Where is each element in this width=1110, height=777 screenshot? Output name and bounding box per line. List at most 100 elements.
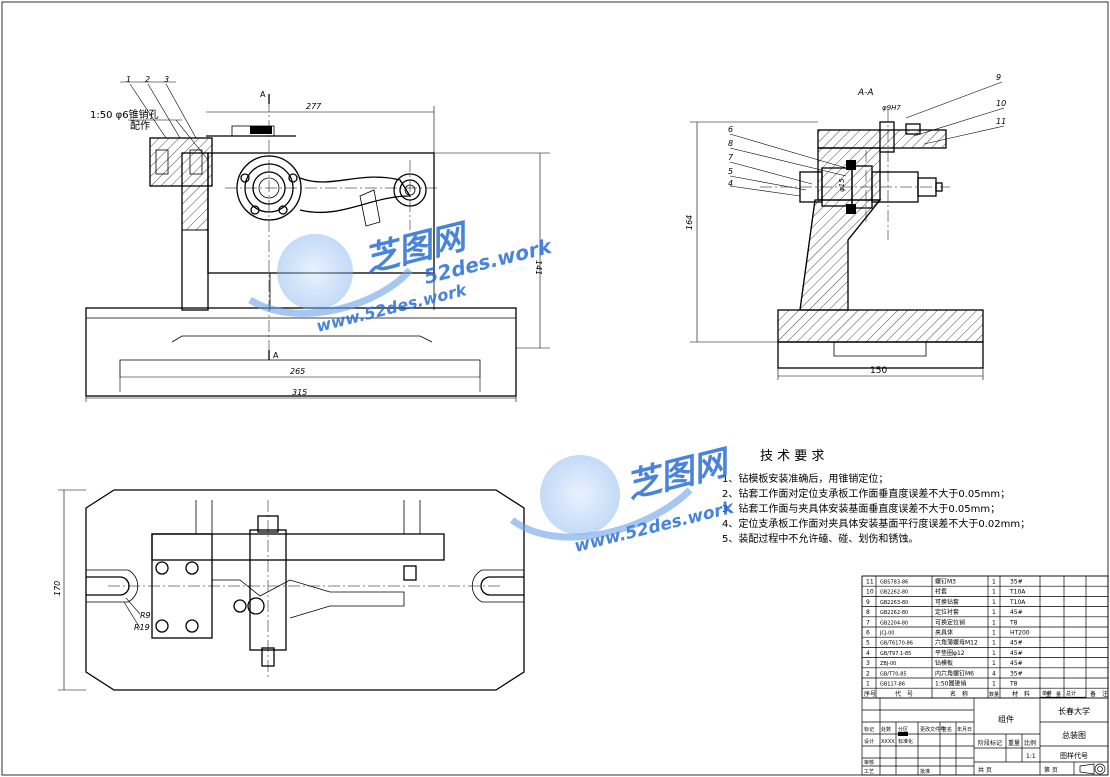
balloon-5: 5 [728, 167, 733, 176]
dim-plan-height: 170 [53, 581, 62, 596]
bom-header-weight: 重 量 [1046, 691, 1061, 698]
tb-part-name: 组件 [998, 714, 1014, 724]
bom-row-qty: 1 [992, 650, 996, 657]
bom-row-material: 35# [1010, 670, 1023, 677]
tb-approve-label: 批准 [920, 768, 930, 775]
section-title: A-A [857, 88, 874, 98]
bom-row-name: 定位衬套 [935, 608, 959, 616]
note-2: 2、钻套工作面对定位支承板工作面垂直度误差不大于0.05mm； [722, 487, 1010, 500]
bom-row-name: 六角薄螺母M12 [935, 639, 978, 647]
tb-scale-value: 1:1 [1026, 753, 1036, 760]
bom-row-no: 8 [866, 609, 870, 616]
bom-row-name: 螺钉M3 [935, 578, 956, 586]
inner-dia-label: φ15 [838, 178, 846, 192]
bom-row-no: 4 [866, 650, 870, 657]
tb-std-label: 标准化 [898, 738, 913, 745]
bom-row-code: GB2204-80 [880, 620, 908, 626]
bom-row-qty: 1 [992, 619, 996, 626]
tb-code-label: 图样代号 [1060, 751, 1088, 760]
bom-row-qty: 1 [992, 609, 996, 616]
bom-row-material: 45# [1010, 609, 1023, 616]
notes-title: 技 术 要 求 [760, 449, 824, 464]
bom-row-material: 45# [1010, 650, 1023, 657]
bom-row-name: 1:50圆锥销 [935, 680, 966, 688]
bom-row-code: JCJ-00 [879, 631, 894, 637]
bom-row-no: 7 [866, 619, 870, 626]
bom-row-name: 可换定位销 [935, 618, 965, 626]
balloon-4: 4 [728, 179, 733, 188]
bom-row-no: 6 [866, 630, 870, 637]
bom-row-name: 平垫圈φ12 [935, 649, 965, 657]
bom-header-material: 材 料 [1012, 690, 1030, 698]
tb-process-label: 工艺 [864, 769, 874, 775]
bom-row-qty: 1 [992, 640, 996, 647]
technical-notes: 技 术 要 求 1、钻模板安装准确后，用锥销定位； 2、钻套工作面对定位支承板工… [722, 449, 1030, 545]
bom-row-material: T10A [1009, 599, 1026, 606]
bom-header-qty: 数量 [989, 691, 999, 698]
balloon-2: 2 [145, 75, 150, 84]
note-1: 1、钻模板安装准确后，用锥销定位； [722, 472, 888, 485]
balloon-6: 6 [728, 125, 733, 134]
dim-plan-r2: R19 [134, 623, 150, 632]
bom-header-unit: 单件 [1042, 690, 1052, 697]
tb-design-value: XXXX [881, 739, 895, 745]
title-block: 组件 长春大学 总装图 图样代号 阶段标记 重量 比例 1:1 共 页 第 页 … [861, 697, 1109, 776]
tb-change-label: 更改文件号 [920, 726, 945, 733]
tb-design-label: 设计 [864, 738, 874, 745]
bom-row-code: GB5783-86 [880, 580, 908, 586]
dim-front-height: 141 [534, 260, 543, 275]
tb-sheet-total: 共 页 [978, 766, 992, 774]
bom-header-no: 序号 [864, 690, 876, 698]
balloon-3: 3 [164, 75, 169, 84]
bom-row-name: 钻模板 [935, 659, 953, 667]
tb-drawing-name: 总装图 [1062, 730, 1086, 740]
dim-side-height: 164 [685, 215, 694, 230]
bom-row-name: 夹具体 [935, 629, 953, 637]
balloon-8: 8 [728, 139, 733, 148]
note-4: 4、定位支承板工作面对夹具体安装基面平行度误差不大于0.02mm； [722, 517, 1030, 530]
tb-zone-label: 分区 [898, 726, 908, 733]
bom-row-no: 9 [866, 599, 870, 606]
balloon-10: 10 [996, 99, 1006, 108]
bom-row-material: 35# [1010, 579, 1023, 586]
bom-row-qty: 1 [992, 630, 996, 637]
bom-row-qty: 1 [992, 660, 996, 667]
bom-row-name: 可换钻套 [935, 598, 959, 606]
tb-stage-label: 阶段标记 [978, 739, 1002, 747]
tb-sheet-no: 第 页 [1044, 766, 1058, 774]
bom-row-code: GB/T97.1-85 [880, 651, 911, 657]
bore-label: φ9H7 [882, 104, 901, 112]
bom-row-code: ZBJ-00 [880, 661, 896, 667]
bom-row-code: GB117-86 [880, 682, 905, 688]
tb-sign-label: 签名 [942, 726, 952, 733]
front-view [85, 81, 550, 402]
bom-row-material: T8 [1009, 681, 1018, 688]
bom-row-code: GB2262-80 [880, 590, 908, 596]
note-3: 3、钻套工作面与夹具体安装基面垂直度误差不大于0.05mm； [722, 502, 1000, 515]
note-5: 5、装配过程中不允许磕、碰、划伤和锈蚀。 [722, 532, 918, 545]
plan-view [58, 489, 525, 691]
bom-row-qty: 4 [992, 670, 996, 677]
bom-row-no: 5 [866, 640, 870, 647]
bom-row-code: GB/T70-85 [880, 671, 907, 677]
bom-row-material: 45# [1010, 660, 1023, 667]
tb-count-label: 处数 [881, 726, 891, 733]
watermark-lower: 芝图网 www.52des.work [509, 442, 737, 557]
dim-front-inner-width: 265 [290, 367, 305, 376]
side-section-view [690, 81, 1005, 380]
tb-weight-label: 重量 [1008, 739, 1020, 747]
bom-row-no: 11 [866, 579, 874, 586]
tb-scale-label: 比例 [1024, 739, 1036, 747]
bom-row-qty: 1 [992, 599, 996, 606]
scale-note: 1:50 φ6锥销孔 [90, 108, 159, 121]
balloon-11: 11 [996, 117, 1006, 126]
bom-header-name: 名 称 [950, 690, 968, 698]
bom-row-qty: 1 [992, 681, 996, 688]
balloon-9: 9 [996, 73, 1001, 82]
watermark-globe-icon-2 [509, 455, 693, 541]
bom-row-no: 2 [866, 670, 870, 677]
tb-school: 长春大学 [1058, 706, 1090, 716]
bom-header-code: 代 号 [895, 690, 913, 698]
bom-row-material: 45# [1010, 640, 1023, 647]
